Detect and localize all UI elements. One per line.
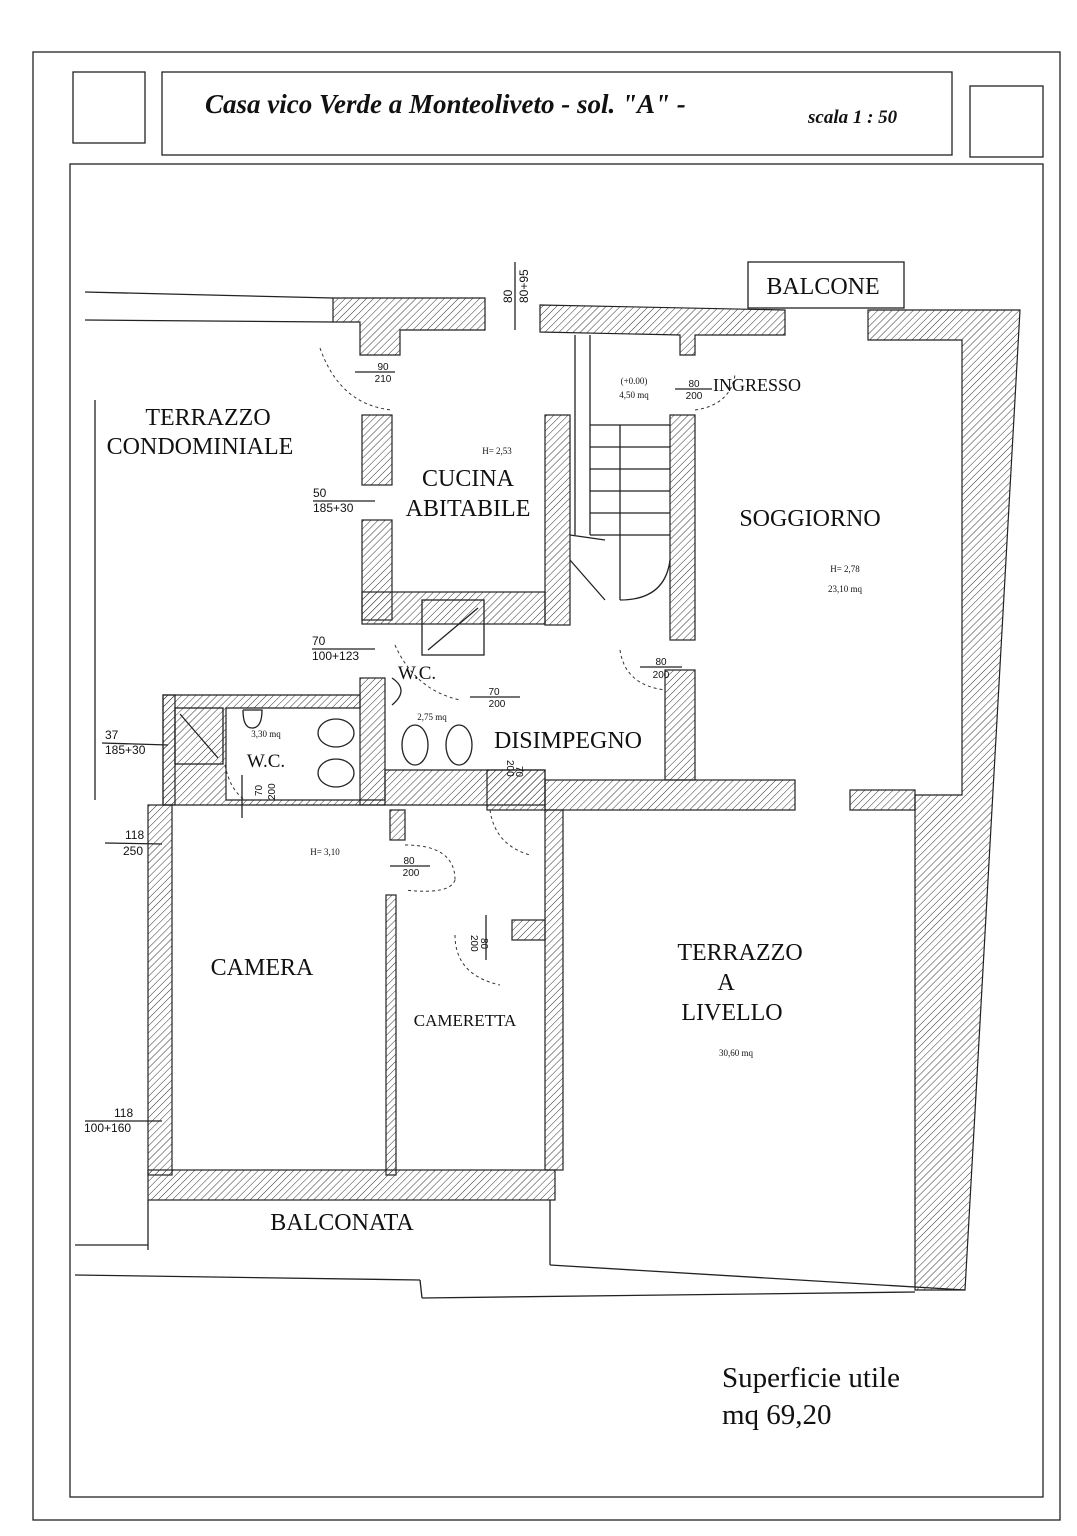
- wc-1-area: 2,75 mq: [417, 712, 447, 722]
- svg-text:80: 80: [688, 379, 700, 390]
- room-cucina-2: ABITABILE: [406, 496, 531, 522]
- svg-text:80: 80: [403, 856, 415, 867]
- terrace-lines: [74, 291, 966, 1299]
- svg-text:250: 250: [123, 844, 143, 858]
- walls: [147, 297, 1021, 1291]
- inner-frame: [69, 163, 1044, 1498]
- svg-text:90: 90: [377, 362, 389, 373]
- sink-icon: [391, 677, 402, 706]
- svg-text:70: 70: [513, 766, 524, 778]
- title-text: Casa vico Verde a Monteoliveto - sol. "A…: [205, 89, 686, 119]
- svg-text:210: 210: [375, 374, 392, 385]
- svg-text:70: 70: [312, 634, 326, 648]
- room-wc-1: W.C.: [398, 663, 436, 684]
- summary-surface-label: Superficie utile: [722, 1362, 900, 1394]
- soggiorno-area: 23,10 mq: [828, 584, 863, 594]
- title-box: [161, 71, 953, 156]
- staircase: [569, 335, 671, 601]
- svg-text:80: 80: [655, 657, 667, 668]
- svg-text:185+30: 185+30: [105, 743, 146, 757]
- svg-text:200: 200: [489, 699, 506, 710]
- room-terrazzo-livello-2: A: [717, 970, 735, 996]
- room-balconata: BALCONATA: [270, 1210, 414, 1236]
- svg-text:200: 200: [653, 670, 670, 681]
- title-scale: scala 1 : 50: [807, 107, 898, 128]
- room-wc-2: W.C.: [247, 751, 285, 772]
- svg-text:100+160: 100+160: [84, 1121, 131, 1135]
- svg-text:200: 200: [686, 391, 703, 402]
- svg-text:80: 80: [501, 289, 515, 303]
- room-terrazzo-livello: TERRAZZO: [677, 940, 802, 966]
- toilet-icon: [401, 724, 429, 766]
- bidet-icon: [445, 724, 473, 766]
- toilet-icon: [317, 758, 355, 788]
- balcone-box: [747, 261, 905, 309]
- svg-text:185+30: 185+30: [313, 501, 354, 515]
- outer-frame: [32, 51, 1061, 1521]
- fixtures: [174, 599, 485, 788]
- svg-text:200: 200: [403, 868, 420, 879]
- wc-2-area: 3,30 mq: [251, 729, 281, 739]
- svg-text:70: 70: [254, 784, 265, 796]
- svg-text:80: 80: [478, 938, 489, 950]
- soggiorno-height: H= 2,78: [830, 564, 860, 574]
- svg-text:37: 37: [105, 728, 119, 742]
- terrazzo-livello-area: 30,60 mq: [719, 1048, 754, 1058]
- summary-surface-value: mq 69,20: [722, 1399, 832, 1431]
- svg-text:200: 200: [504, 760, 515, 777]
- room-terrazzo-condominiale-2: CONDOMINIALE: [107, 434, 294, 460]
- svg-text:50: 50: [313, 486, 327, 500]
- room-ingresso: INGRESSO: [713, 375, 801, 395]
- room-soggiorno: SOGGIORNO: [739, 506, 880, 532]
- corner-box-left: [72, 71, 146, 144]
- camera-height: H= 3,10: [310, 847, 340, 857]
- sink-icon: [242, 709, 263, 729]
- corner-box-right: [969, 85, 1044, 158]
- ingresso-level: (+0.00): [621, 376, 648, 386]
- dimension-labels: 80 80+95 90 210 80 200 50 185+30 70 100+…: [84, 262, 712, 1135]
- svg-text:118: 118: [125, 828, 144, 842]
- bidet-icon: [317, 718, 355, 748]
- room-cucina: CUCINA: [422, 466, 515, 492]
- room-balcone: BALCONE: [766, 274, 879, 300]
- room-terrazzo-livello-3: LIVELLO: [681, 1000, 782, 1026]
- cucina-height: H= 2,53: [482, 446, 512, 456]
- room-cameretta: CAMERETTA: [414, 1011, 517, 1030]
- room-disimpegno: DISIMPEGNO: [494, 728, 642, 754]
- room-terrazzo-condominiale: TERRAZZO: [145, 405, 270, 431]
- svg-text:70: 70: [488, 687, 500, 698]
- svg-text:100+123: 100+123: [312, 649, 359, 663]
- svg-text:118: 118: [114, 1106, 133, 1120]
- ingresso-area: 4,50 mq: [619, 390, 649, 400]
- svg-text:200: 200: [267, 783, 278, 800]
- svg-text:200: 200: [468, 935, 479, 952]
- room-camera: CAMERA: [211, 955, 314, 981]
- svg-text:80+95: 80+95: [517, 269, 531, 303]
